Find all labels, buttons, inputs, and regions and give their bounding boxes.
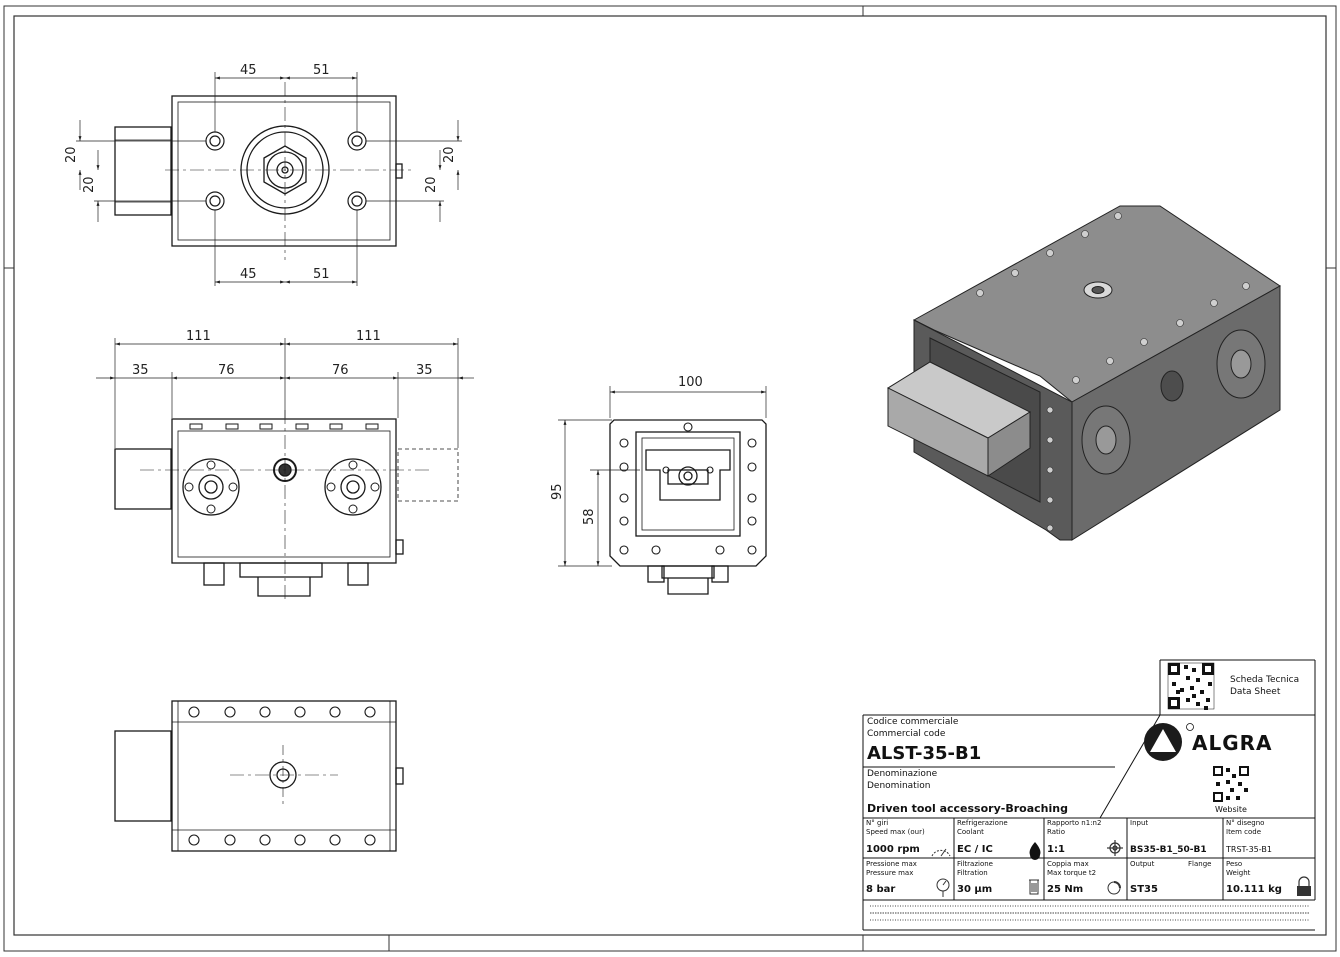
cell-output-value: ST35 <box>1130 884 1158 895</box>
datasheet-label-it: Scheda Tecnica <box>1230 675 1299 685</box>
website-qr-code-icon <box>1213 766 1249 802</box>
cell-ratio-label-en: Ratio <box>1047 828 1065 836</box>
cell-speed-value: 1000 rpm <box>866 844 920 855</box>
dim-side-half-right: 111 <box>356 329 381 344</box>
cell-coolant-label-en: Coolant <box>957 828 984 836</box>
dim-front-right-v2: 20 <box>424 176 439 193</box>
qr-code-icon <box>1167 662 1215 710</box>
dim-front-left-v1: 20 <box>64 146 79 163</box>
cell-torque-value: 25 Nm <box>1047 884 1083 895</box>
dim-end-width: 100 <box>678 375 703 390</box>
cell-speed-label-en: Speed max (our) <box>866 828 925 836</box>
dim-side-half-left: 111 <box>186 329 211 344</box>
sheet-inner-border <box>13 15 1327 936</box>
sheet-outer-border <box>3 5 1337 952</box>
cell-pressure-label-it: Pressione max <box>866 860 917 868</box>
cell-coolant-label-it: Refrigerazione <box>957 819 1008 827</box>
dim-front-right-bottom: 51 <box>313 267 330 282</box>
cell-drawing-no-value: TRST-35-B1 <box>1225 845 1272 854</box>
cell-speed-label-it: N° giri <box>866 819 888 827</box>
code-label-en: Commercial code <box>867 729 946 739</box>
speed-gauge-icon <box>931 848 951 857</box>
code-value: ALST-35-B1 <box>867 743 981 764</box>
brand-name: ALGRA <box>1192 731 1273 755</box>
cell-drawing-no-label-en: Item code <box>1226 828 1261 836</box>
cell-pressure-label-en: Pressure max <box>866 869 913 877</box>
coolant-drop-icon <box>1029 842 1041 860</box>
cell-weight-label-it: Peso <box>1226 860 1242 868</box>
disclaimer-text-strip <box>870 905 1310 921</box>
isometric-3d-view <box>886 205 1281 541</box>
dim-front-right-top: 51 <box>313 63 330 78</box>
torque-icon <box>1107 881 1121 895</box>
cell-filtration-value: 30 µm <box>957 884 992 895</box>
dim-side-c: 76 <box>332 363 349 378</box>
cell-input-value: BS35-B1_50-B1 <box>1130 845 1207 855</box>
dim-side-b: 76 <box>218 363 235 378</box>
filter-icon <box>1029 879 1039 895</box>
denom-label-it: Denominazione <box>867 769 938 779</box>
front-view-dimensions <box>76 72 462 286</box>
cell-ratio-value: 1:1 <box>1047 844 1065 855</box>
title-block <box>862 659 1316 931</box>
denom-label-en: Denomination <box>867 781 930 791</box>
denom-value: Driven tool accessory-Broaching <box>867 802 1068 815</box>
cell-drawing-no-label-it: N° disegno <box>1226 819 1264 827</box>
dim-front-left-v2: 20 <box>82 176 97 193</box>
datasheet-label-en: Data Sheet <box>1230 687 1281 697</box>
side-view-dimensions <box>96 338 474 448</box>
website-label: Website <box>1215 805 1247 814</box>
bottom-view <box>114 700 404 852</box>
dim-side-a: 35 <box>132 363 149 378</box>
end-view <box>609 419 767 595</box>
cell-pressure-value: 8 bar <box>866 884 895 895</box>
cell-input-label: Input <box>1130 819 1148 827</box>
cell-filtration-label-en: Filtration <box>957 869 988 877</box>
gear-icon <box>1107 840 1123 856</box>
cell-weight-label-en: Weight <box>1226 869 1251 877</box>
front-view <box>114 82 412 260</box>
algra-logo-icon <box>1144 723 1194 761</box>
lock-icon <box>1297 876 1311 896</box>
cell-weight-value: 10.111 kg <box>1226 884 1282 895</box>
cell-output-label: Output <box>1130 860 1155 868</box>
dim-end-axis: 58 <box>582 508 597 525</box>
code-label-it: Codice commerciale <box>867 717 959 727</box>
side-view <box>114 410 459 600</box>
dim-front-left-bottom: 45 <box>240 267 257 282</box>
dim-side-d: 35 <box>416 363 433 378</box>
dim-end-height: 95 <box>550 483 565 500</box>
cell-torque-label-it: Coppia max <box>1047 860 1089 868</box>
pressure-gauge-icon <box>936 878 950 897</box>
cell-filtration-label-it: Filtrazione <box>957 860 993 868</box>
cell-torque-label-en: Max torque t2 <box>1047 869 1096 877</box>
cell-output-sublabel: Flange <box>1188 860 1211 868</box>
dim-front-left-top: 45 <box>240 63 257 78</box>
cell-coolant-value: EC / IC <box>957 844 993 855</box>
dim-front-right-v1: 20 <box>442 146 457 163</box>
end-view-dimensions <box>558 386 767 567</box>
cell-ratio-label-it: Rapporto n1:n2 <box>1047 819 1101 827</box>
